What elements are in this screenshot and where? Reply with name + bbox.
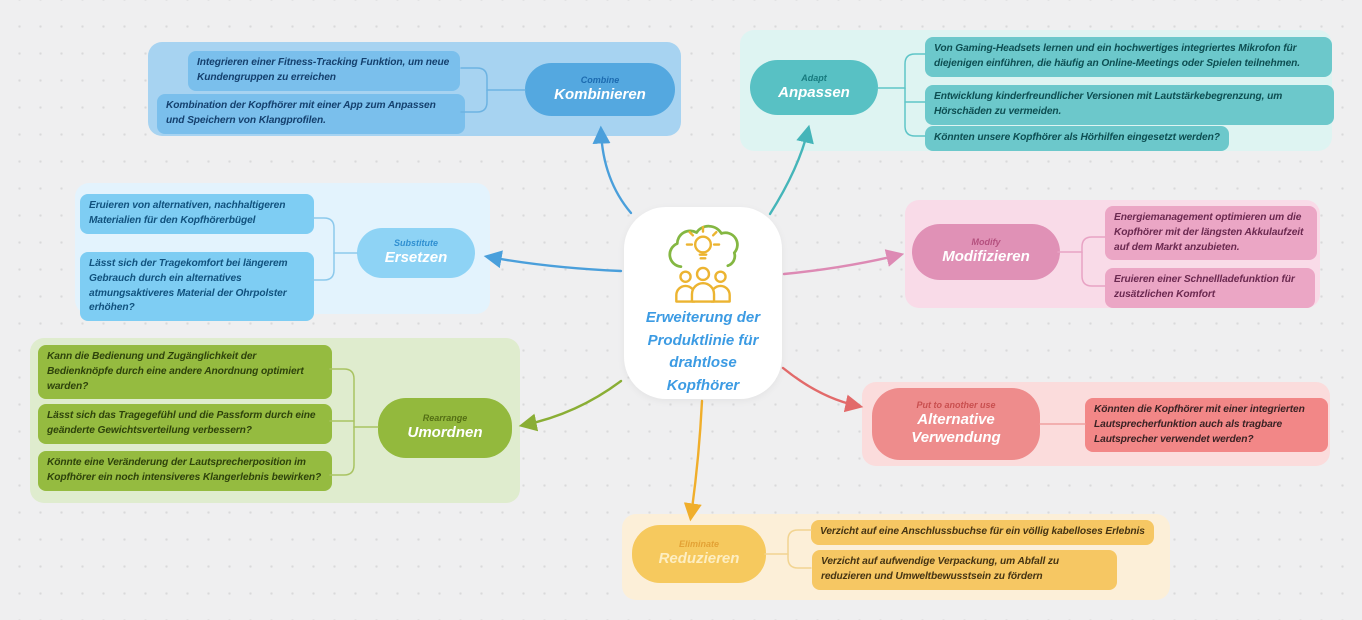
branch-adapt[interactable]: Adapt Anpassen Von Gaming-Headsets lerne… <box>740 30 1334 151</box>
node-label-de: Alternative Verwendung <box>911 410 1001 447</box>
branch-combine[interactable]: Integrieren einer Fitness-Tracking Funkt… <box>148 42 681 136</box>
node-label-de: Anpassen <box>778 83 850 101</box>
idea-item-text: Verzicht auf eine Anschlussbuchse für ei… <box>820 526 1145 537</box>
node-label-en: Combine <box>580 74 620 85</box>
connector-rearrange <box>518 379 623 432</box>
idea-item-text: Verzicht auf aufwendige Verpackung, um A… <box>821 556 1060 582</box>
node-label-en: Adapt <box>801 72 827 83</box>
node-rearrange[interactable]: Rearrange Umordnen <box>378 398 512 458</box>
node-label-de: Ersetzen <box>384 249 448 267</box>
node-label-de: Umordnen <box>407 424 483 442</box>
node-label-en: Put to another use <box>916 399 996 410</box>
idea-item[interactable]: Integrieren einer Fitness-Tracking Funkt… <box>188 51 460 91</box>
idea-item-text: Lässt sich das Tragegefühl und die Passf… <box>47 410 316 436</box>
idea-item[interactable]: Könnten die Kopfhörer mit einer integrie… <box>1085 398 1328 453</box>
idea-item-text: Eruieren einer Schnellladefunktion für z… <box>1114 274 1295 300</box>
idea-item-text: Könnten unsere Kopfhörer als Hörhilfen e… <box>934 132 1220 143</box>
node-label-de: Reduzieren <box>658 550 740 568</box>
idea-item[interactable]: Könnten unsere Kopfhörer als Hörhilfen e… <box>925 126 1229 151</box>
idea-team-icon <box>668 224 739 303</box>
idea-item[interactable]: Von Gaming-Headsets lernen und ein hochw… <box>925 37 1332 77</box>
branch-modify[interactable]: Modify Modifizieren Energiemanagement op… <box>905 200 1320 308</box>
idea-item[interactable]: Verzicht auf aufwendige Verpackung, um A… <box>812 550 1117 590</box>
connector-combine <box>592 125 633 215</box>
connector-modify <box>782 249 905 276</box>
idea-item-text: Entwicklung kinderfreundlicher Versionen… <box>934 91 1283 117</box>
node-label-en: Eliminate <box>678 539 719 550</box>
node-modify[interactable]: Modify Modifizieren <box>912 224 1060 280</box>
node-eliminate[interactable]: Eliminate Reduzieren <box>632 525 766 583</box>
idea-item-text: Lässt sich der Tragekomfort bei längerem… <box>89 258 288 314</box>
branch-put-to-another-use[interactable]: Put to another use Alternative Verwendun… <box>862 382 1330 466</box>
node-label-de: Kombinieren <box>554 85 646 103</box>
team-icon <box>675 266 731 303</box>
connector-put-to-another-use <box>781 366 864 413</box>
node-label-en: Modify <box>971 237 1001 248</box>
node-combine[interactable]: Combine Kombinieren <box>525 63 675 116</box>
idea-item-text: Eruieren von alternativen, nachhaltigere… <box>89 200 286 226</box>
idea-item[interactable]: Kombination der Kopfhörer mit einer App … <box>157 94 465 134</box>
idea-item-text: Von Gaming-Headsets lernen und ein hochw… <box>934 43 1300 69</box>
idea-item[interactable]: Verzicht auf eine Anschlussbuchse für ei… <box>811 520 1154 545</box>
central-topic-node[interactable]: Erweiterung der Produktlinie für drahtlo… <box>624 207 782 399</box>
idea-item-text: Könnte eine Veränderung der Lautsprecher… <box>47 457 322 483</box>
node-label-en: Substitute <box>394 238 438 249</box>
idea-item[interactable]: Lässt sich das Tragegefühl und die Passf… <box>38 404 332 444</box>
idea-item[interactable]: Lässt sich der Tragekomfort bei längerem… <box>80 252 314 322</box>
idea-item-text: Könnten die Kopfhörer mit einer integrie… <box>1094 404 1305 445</box>
idea-item[interactable]: Eruieren einer Schnellladefunktion für z… <box>1105 268 1315 308</box>
branch-rearrange[interactable]: Kann die Bedienung und Zugänglichkeit de… <box>30 338 520 503</box>
idea-item-text: Kombination der Kopfhörer mit einer App … <box>166 100 436 126</box>
idea-item-text: Energiemanagement optimieren um die Kopf… <box>1114 212 1304 253</box>
idea-item[interactable]: Kann die Bedienung und Zugänglichkeit de… <box>38 345 332 400</box>
idea-item-text: Integrieren einer Fitness-Tracking Funkt… <box>197 57 450 83</box>
central-topic-title: Erweiterung der Produktlinie für drahtlo… <box>645 309 761 394</box>
connector-substitute <box>483 250 623 273</box>
cloud-outline <box>668 224 739 268</box>
branch-eliminate[interactable]: Eliminate Reduzieren Verzicht auf eine A… <box>622 514 1170 600</box>
idea-item[interactable]: Könnte eine Veränderung der Lautsprecher… <box>38 451 332 491</box>
node-label-en: Rearrange <box>422 413 468 424</box>
node-adapt[interactable]: Adapt Anpassen <box>750 60 878 115</box>
idea-item[interactable]: Energiemanagement optimieren um die Kopf… <box>1105 206 1317 261</box>
node-label-de: Modifizieren <box>942 248 1030 266</box>
idea-item-text: Kann die Bedienung und Zugänglichkeit de… <box>47 351 304 392</box>
idea-item[interactable]: Entwicklung kinderfreundlicher Versionen… <box>925 85 1334 125</box>
node-put-to-another-use[interactable]: Put to another use Alternative Verwendun… <box>872 388 1040 460</box>
idea-item[interactable]: Eruieren von alternativen, nachhaltigere… <box>80 194 314 234</box>
node-substitute[interactable]: Substitute Ersetzen <box>357 228 475 278</box>
lightbulb-icon <box>685 225 721 260</box>
connector-eliminate <box>683 399 704 522</box>
branch-substitute[interactable]: Eruieren von alternativen, nachhaltigere… <box>75 183 490 322</box>
